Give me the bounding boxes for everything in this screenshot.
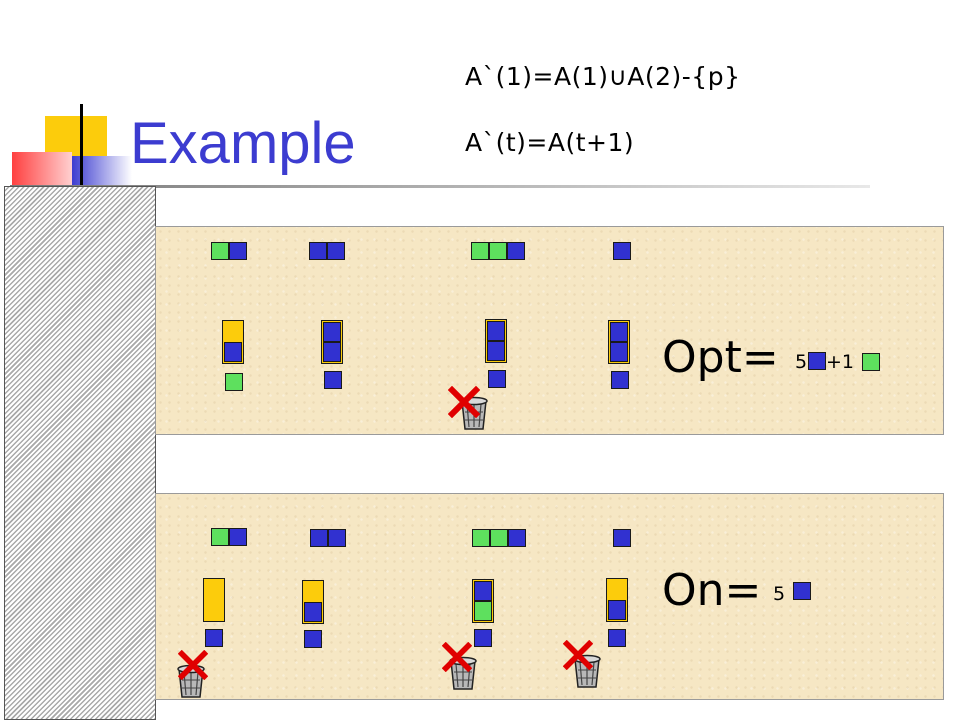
cache-column [203, 578, 225, 622]
red-x-icon [178, 650, 208, 680]
block-blue [323, 342, 341, 362]
block-blue [487, 321, 505, 341]
trash-can-icon [573, 654, 601, 688]
opt-label: Opt= [662, 332, 779, 383]
block-blue [488, 370, 506, 388]
hatched-sidebar [4, 186, 156, 720]
block-blue [474, 581, 492, 601]
block-green [471, 242, 489, 260]
deco-vertical-line [80, 104, 83, 194]
slide-title: Example [130, 111, 356, 176]
block-blue [323, 322, 341, 342]
block-blue [324, 371, 342, 389]
block-green [862, 353, 880, 371]
block-blue [610, 322, 628, 342]
red-x-icon [448, 386, 480, 418]
on-label: On= [662, 565, 762, 616]
block-blue [229, 528, 247, 546]
block-green [474, 601, 492, 621]
formula-1: A`(1)=A(1)∪A(2)-{p} [465, 62, 741, 91]
block-blue [793, 582, 811, 600]
block-blue [507, 242, 525, 260]
block-green [225, 373, 243, 391]
block-blue [310, 529, 328, 547]
block-blue [808, 352, 826, 370]
on-panel [155, 493, 944, 700]
opt-panel [155, 226, 944, 435]
block-blue [611, 371, 629, 389]
red-x-icon [563, 640, 593, 670]
block-green [472, 529, 490, 547]
block-blue [487, 341, 505, 361]
opt-count: 5 [795, 351, 808, 373]
block-green [211, 242, 229, 260]
red-x-icon [442, 642, 472, 672]
title-underline [10, 185, 870, 188]
block-blue [327, 242, 345, 260]
block-blue [613, 529, 631, 547]
block-blue [608, 629, 626, 647]
on-count: 5 [773, 583, 786, 605]
block-blue [474, 629, 492, 647]
block-blue [613, 242, 631, 260]
block-blue [610, 342, 628, 362]
block-blue [608, 600, 626, 620]
block-blue [224, 342, 242, 362]
block-blue [205, 629, 223, 647]
title-decoration [0, 100, 140, 200]
block-blue [304, 602, 322, 622]
block-blue [508, 529, 526, 547]
block-blue [304, 630, 322, 648]
block-green [489, 242, 507, 260]
block-green [211, 528, 229, 546]
block-blue [328, 529, 346, 547]
opt-plus-one: +1 [826, 351, 855, 373]
block-green [490, 529, 508, 547]
block-blue [229, 242, 247, 260]
block-blue [309, 242, 327, 260]
formula-2: A`(t)=A(t+1) [465, 128, 635, 157]
